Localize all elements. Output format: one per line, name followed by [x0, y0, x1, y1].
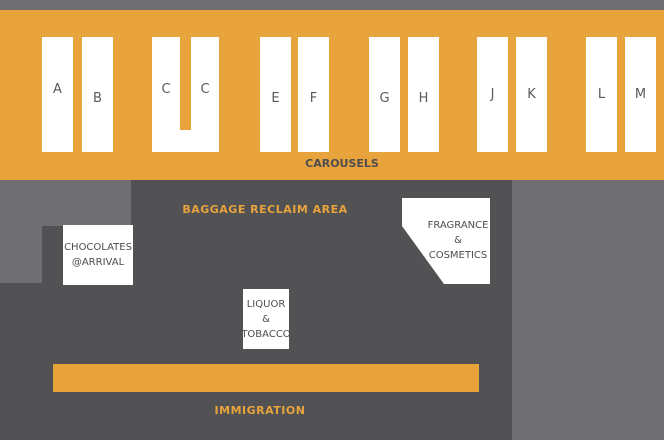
shop-fragrance-shape[interactable] — [402, 198, 490, 284]
immigration-label: IMMIGRATION — [214, 404, 306, 417]
carousel-label: C — [200, 82, 210, 97]
carousel-c-right[interactable]: C — [191, 37, 219, 152]
shop-fragrance[interactable]: FRAGRANCE & COSMETICS — [427, 212, 489, 268]
carousel-label: B — [93, 91, 102, 106]
reclaim-floor-upper — [131, 178, 401, 288]
carousel-label: K — [527, 87, 536, 102]
shop-liquor-line3: TOBACCO — [241, 328, 291, 340]
carousel-b[interactable]: B — [82, 37, 113, 152]
carousel-a[interactable]: A — [42, 37, 73, 152]
carousel-label: A — [53, 82, 62, 97]
carousel-g[interactable]: G — [369, 37, 400, 152]
shop-liquor[interactable]: LIQUOR & TOBACCO — [241, 289, 291, 349]
carousel-label: H — [418, 91, 429, 106]
carousel-k[interactable]: K — [516, 37, 547, 152]
shop-liquor-line2: & — [262, 313, 270, 325]
shop-fragrance-line3: COSMETICS — [428, 249, 488, 261]
shop-chocolates-line2: @ARRIVAL — [71, 257, 125, 268]
shop-chocolates[interactable]: CHOCOLATES @ARRIVAL — [63, 225, 133, 285]
carousel-m[interactable]: M — [625, 37, 656, 152]
baggage-reclaim-label: BAGGAGE RECLAIM AREA — [182, 203, 348, 216]
carousel-f[interactable]: F — [298, 37, 329, 152]
carousel-j[interactable]: J — [477, 37, 508, 152]
carousel-label: L — [597, 87, 606, 102]
carousels-label: CAROUSELS — [305, 157, 379, 170]
immigration-bar — [53, 364, 479, 392]
carousel-label: G — [379, 91, 390, 106]
carousel-e[interactable]: E — [260, 37, 291, 152]
carousel-l[interactable]: L — [586, 37, 617, 152]
carousel-label: M — [634, 87, 647, 102]
carousel-label: C — [161, 82, 171, 97]
carousel-label: E — [271, 91, 280, 106]
carousel-label: F — [309, 91, 318, 106]
shop-fragrance-line1: FRAGRANCE — [427, 219, 489, 231]
shop-fragrance-line2: & — [454, 234, 462, 246]
shop-liquor-line1: LIQUOR — [246, 298, 286, 310]
shop-chocolates-line1: CHOCOLATES — [64, 242, 132, 253]
carousel-label: J — [490, 87, 495, 102]
carousel-h[interactable]: H — [408, 37, 439, 152]
